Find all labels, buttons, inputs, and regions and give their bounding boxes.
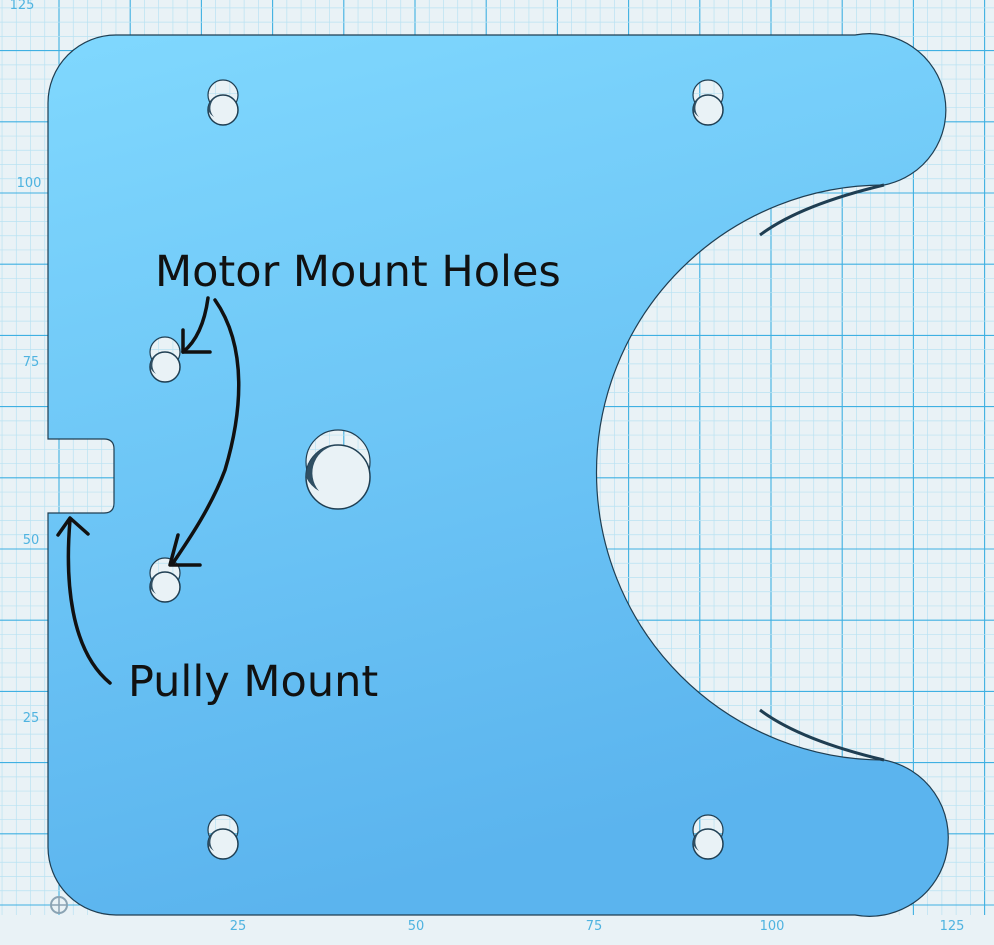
annotation-arrow-pully — [66, 518, 112, 685]
y-tick-label: 75 — [23, 355, 40, 370]
annotation-arrowhead — [56, 516, 90, 537]
y-tick-label: 25 — [23, 711, 40, 726]
ruler-x-axis: 25 50 75 100 125 — [230, 919, 965, 934]
hole-crescent — [150, 572, 165, 594]
hole-crescent — [693, 829, 708, 851]
annotation-layer — [56, 296, 241, 685]
mounting-plate-part[interactable] — [47, 33, 949, 917]
x-tick-label: 75 — [586, 919, 603, 934]
hole-crescent — [150, 352, 165, 374]
y-tick-label: 125 — [10, 0, 35, 13]
annotation-arrow-upper-hole — [181, 296, 210, 354]
hole-crescent — [208, 95, 223, 117]
annotation-arrowhead — [168, 533, 202, 567]
origin-crosshair-icon[interactable] — [50, 896, 68, 914]
annotation-arrow-lower-hole — [171, 298, 241, 565]
ruler-y-axis: 125 100 75 50 25 — [10, 0, 42, 726]
arc-cutout-shadow — [759, 183, 885, 237]
x-tick-label: 50 — [408, 919, 425, 934]
hole-crescent — [693, 95, 708, 117]
x-tick-label: 125 — [940, 919, 965, 934]
hole-crescent — [306, 445, 338, 491]
hole-depth-crescents — [150, 95, 708, 851]
y-tick-label: 50 — [23, 533, 40, 548]
x-tick-label: 25 — [230, 919, 247, 934]
annotation-arrowhead — [181, 328, 212, 354]
annotation-pully-mount: Pully Mount — [128, 657, 378, 707]
arc-cutout-shadow — [759, 708, 885, 762]
annotation-motor-mount-holes: Motor Mount Holes — [155, 247, 561, 297]
hole-crescent — [208, 829, 223, 851]
y-tick-label: 100 — [17, 176, 42, 191]
x-tick-label: 100 — [760, 919, 785, 934]
